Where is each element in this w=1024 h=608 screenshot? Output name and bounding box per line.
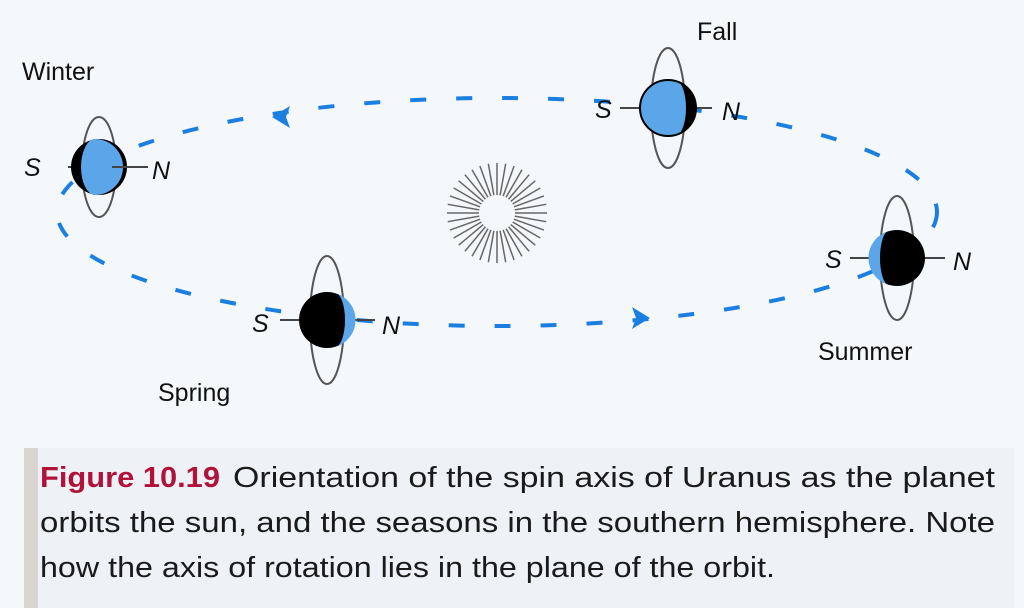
planet-winter: Winter S N — [22, 58, 171, 218]
sun-ray — [447, 215, 480, 223]
sun-ray — [505, 169, 523, 198]
planet-summer: Summer S N — [818, 195, 972, 366]
sun-icon — [447, 163, 547, 263]
sun-ray — [458, 223, 484, 246]
south-pole-label: S — [825, 246, 842, 274]
north-pole-label: N — [722, 98, 741, 126]
sun-ray — [513, 218, 545, 231]
north-pole-label: N — [953, 248, 972, 276]
caption-line-3: how the axis of rotation lies in the pla… — [40, 552, 775, 584]
figure-number: Figure 10.19 — [40, 462, 220, 494]
sun-ray — [471, 228, 489, 257]
sun-ray — [502, 165, 515, 197]
sun-ray — [499, 230, 507, 263]
north-pole-label: N — [152, 157, 171, 185]
sun-ray — [513, 195, 545, 208]
orbit-arrow-left-icon — [272, 106, 290, 128]
caption-line-1: Orientation of the spin axis of Uranus a… — [233, 462, 995, 494]
south-pole-label: S — [24, 154, 41, 182]
north-pole-label: N — [382, 312, 401, 340]
sun-ray — [507, 226, 530, 252]
sun-ray — [479, 165, 492, 197]
planet-fall: Fall S N — [595, 18, 741, 169]
south-pole-label: S — [595, 96, 612, 124]
sun-ray — [512, 187, 541, 205]
sun-ray — [514, 215, 547, 223]
orbit-arrow-right-icon — [632, 307, 650, 329]
sun-ray — [502, 229, 515, 261]
sun-ray — [449, 218, 481, 231]
season-label-winter: Winter — [22, 58, 94, 86]
figure-caption: Figure 10.19 Orientation of the spin axi… — [24, 448, 1014, 608]
season-label-spring: Spring — [158, 379, 230, 407]
orbit-path — [55, 96, 939, 328]
sun-ray — [507, 174, 530, 200]
sun-ray — [479, 229, 492, 261]
sun-ray — [458, 180, 484, 203]
sun-ray — [510, 180, 536, 203]
season-label-summer: Summer — [818, 338, 912, 366]
planet-spring: Spring S N — [158, 255, 401, 407]
sun-ray — [499, 163, 507, 196]
sun-ray — [514, 203, 547, 211]
sun-ray — [487, 230, 495, 263]
sun-ray — [449, 195, 481, 208]
sun-ray — [464, 174, 487, 200]
caption-line-2: orbits the sun, and the seasons in the s… — [40, 507, 995, 539]
sun-ray — [464, 226, 487, 252]
sun-ray — [505, 228, 523, 257]
sun-ray — [512, 221, 541, 239]
season-label-fall: Fall — [697, 18, 737, 46]
sun-ray — [471, 169, 489, 198]
south-pole-label: S — [252, 310, 269, 338]
sun-ray — [453, 187, 482, 205]
sun-ray — [510, 223, 536, 246]
sun-ray — [487, 163, 495, 196]
sun-ray — [447, 203, 480, 211]
sun-ray — [453, 221, 482, 239]
